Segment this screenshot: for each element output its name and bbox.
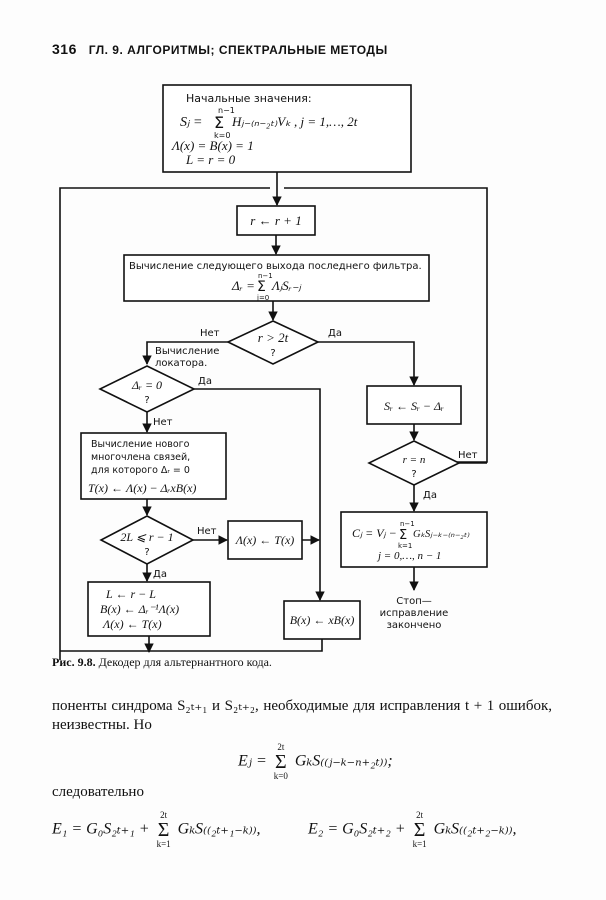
question-mark: ?: [411, 469, 416, 480]
output-C-sum-bot: k=1: [398, 542, 412, 550]
update-line: L ← r − L: [105, 587, 156, 601]
new-poly-line: Вычисление нового: [91, 439, 190, 450]
delta-sum-bot: j=0: [256, 294, 269, 302]
decision-2L: 2L ⩽ r − 1 ? Нет Да: [99, 515, 217, 580]
assign-lambda-box: Λ(x) ← T(x): [227, 520, 303, 560]
connector: [60, 636, 150, 652]
sum-top: 2t: [416, 810, 424, 820]
sum-top: 2t: [160, 810, 168, 820]
sigma-icon: Σ: [157, 819, 170, 841]
caption-label: Рис. 9.8.: [52, 655, 96, 669]
eq-rhs: GₖS₍₍₂ₜ₊₁₋ₖ₎₎,: [177, 820, 261, 838]
loop-right-line: [284, 187, 488, 463]
new-poly-line: для которого Δᵣ = 0: [91, 465, 190, 476]
sigma-icon: Σ: [413, 819, 426, 841]
flowchart: Начальные значения: Sⱼ = n−1 Σ k=0 Hⱼ₋₍ₙ…: [59, 84, 488, 660]
shift-B-box: B(x) ← xB(x): [283, 600, 361, 640]
stop-line: закончено: [387, 620, 442, 631]
locator-label-1: Вычисление: [155, 346, 219, 357]
sigma-icon: Σ: [214, 113, 224, 132]
figure-caption: Рис. 9.8. Декодер для альтернантного код…: [52, 655, 272, 670]
label-yes: Да: [328, 328, 342, 339]
update-line: B(x) ← Δᵣ⁻¹Λ(x): [100, 602, 179, 616]
page-number: 316: [52, 41, 77, 57]
compute-delta-title: Вычисление следующего выхода последнего …: [129, 261, 422, 272]
output-C-sum-top: n−1: [400, 520, 415, 528]
label-no: Нет: [197, 526, 217, 537]
increment-text: r ← r + 1: [250, 213, 301, 228]
init-eq2: Λ(x) = B(x) = 1: [170, 138, 254, 153]
caption-text: Декодер для альтернантного кода.: [98, 655, 272, 669]
sigma-icon: Σ: [275, 751, 287, 773]
sigma-icon: Σ: [399, 528, 407, 543]
label-no: Нет: [153, 417, 173, 428]
update-S-text: Sᵣ ← Sᵣ − Δᵣ: [384, 399, 444, 413]
new-poly-eq: T(x) ← Λ(x) − ΔᵣxB(x): [88, 481, 196, 495]
output-C-lhs: Cⱼ = Vⱼ −: [352, 526, 397, 540]
decision-r-eq-n: r = n ? Нет Да: [367, 440, 478, 501]
decision-cond: r = n: [403, 454, 426, 466]
update-block: L ← r − L B(x) ← Δᵣ⁻¹Λ(x) Λ(x) ← T(x): [87, 581, 211, 637]
output-C-box: Cⱼ = Vⱼ − n−1 Σ k=1 GₖSⱼ₋ₖ₋₍ₙ₋₂ₜ₎ j = 0,…: [340, 511, 488, 568]
init-eq1-sum-bot: k=0: [214, 131, 230, 140]
sigma-icon: Σ: [257, 279, 266, 295]
stop-line: исправление: [380, 608, 449, 619]
decision-cond: 2L ⩽ r − 1: [120, 530, 173, 544]
sum-bot: k=0: [273, 771, 288, 781]
eq-rhs: GₖS₍₍₂ₜ₊₂₋ₖ₎₎,: [433, 820, 517, 838]
eq-lhs: E₁ = G₀S₂ₜ₊₁ +: [52, 820, 150, 838]
output-C-range: j = 0,…, n − 1: [376, 550, 441, 562]
init-title: Начальные значения:: [186, 92, 312, 105]
connector: [194, 388, 325, 601]
eq-lhs: Eⱼ =: [238, 752, 267, 770]
locator-label-2: локатора.: [155, 358, 207, 369]
label-yes: Да: [153, 569, 167, 580]
increment-box: r ← r + 1: [236, 205, 316, 236]
running-header: 316 ГЛ. 9. АЛГОРИТМЫ; СПЕКТРАЛЬНЫЕ МЕТОД…: [52, 41, 388, 57]
delta-sum-top: n−1: [258, 272, 273, 280]
eq-rhs: GₖS₍₍ⱼ₋ₖ₋ₙ₊₂ₜ₎₎;: [294, 752, 393, 770]
init-box: Начальные значения: Sⱼ = n−1 Σ k=0 Hⱼ₋₍ₙ…: [162, 84, 412, 173]
compute-delta-box: Вычисление следующего выхода последнего …: [123, 254, 430, 302]
decision-r-gt-2t: r > 2t ? Нет Да: [200, 320, 342, 365]
new-poly-box: Вычисление нового многочлена связей, для…: [80, 432, 227, 500]
init-eq1-sum-top: n−1: [218, 106, 235, 115]
init-eq1-rhs: Hⱼ₋₍ₙ₋₂ₜ₎Vₖ , j = 1,…, 2t: [231, 114, 358, 129]
connector: [142, 341, 228, 365]
label-yes: Да: [198, 376, 212, 387]
question-mark: ?: [270, 348, 275, 359]
delta-lhs: Δᵣ =: [231, 278, 255, 293]
paragraph-2: следовательно: [52, 784, 144, 800]
paragraph-1: поненты синдрома S₂ₜ₊₁ и S₂ₜ₊₂, необходи…: [52, 698, 552, 733]
question-mark: ?: [144, 547, 149, 558]
connector: [318, 341, 419, 386]
output-C-rhs: GₖSⱼ₋ₖ₋₍ₙ₋₂ₜ₎: [413, 529, 470, 540]
new-poly-line: многочлена связей,: [91, 452, 190, 463]
decision-cond: r > 2t: [258, 330, 289, 345]
label-no: Нет: [458, 450, 478, 461]
eq-lhs: E₂ = G₀S₂ₜ₊₂ +: [308, 820, 406, 838]
connector: [149, 639, 323, 652]
equation-E-j: Eⱼ = 2t Σ k=0 GₖS₍₍ⱼ₋ₖ₋ₙ₊₂ₜ₎₎;: [238, 742, 393, 782]
update-S-box: Sᵣ ← Sᵣ − Δᵣ: [366, 385, 462, 425]
decision-delta-zero: Δᵣ = 0 ? Да Нет: [98, 365, 212, 428]
shift-B-text: B(x) ← xB(x): [290, 613, 355, 627]
sum-top: 2t: [277, 742, 285, 752]
sum-bot: k=1: [412, 839, 427, 849]
init-eq1-lhs: Sⱼ =: [180, 115, 202, 130]
label-yes: Да: [423, 490, 437, 501]
decision-cond: Δᵣ = 0: [131, 378, 162, 392]
update-line: Λ(x) ← T(x): [102, 617, 162, 631]
sum-bot: k=1: [156, 839, 171, 849]
equation-E1: E₁ = G₀S₂ₜ₊₁ + 2t Σ k=1 GₖS₍₍₂ₜ₊₁₋ₖ₎₎,: [52, 810, 261, 850]
label-no: Нет: [200, 328, 220, 339]
equation-E2: E₂ = G₀S₂ₜ₊₂ + 2t Σ k=1 GₖS₍₍₂ₜ₊₂₋ₖ₎₎,: [308, 810, 517, 850]
loop-left-line: [59, 187, 270, 660]
stop-line: Стоп—: [396, 596, 431, 607]
init-eq3: L = r = 0: [185, 152, 236, 167]
assign-lambda-text: Λ(x) ← T(x): [235, 533, 295, 547]
running-title: ГЛ. 9. АЛГОРИТМЫ; СПЕКТРАЛЬНЫЕ МЕТОДЫ: [88, 43, 388, 57]
question-mark: ?: [144, 395, 149, 406]
delta-rhs: ΛⱼSᵣ₋ⱼ: [270, 278, 302, 293]
